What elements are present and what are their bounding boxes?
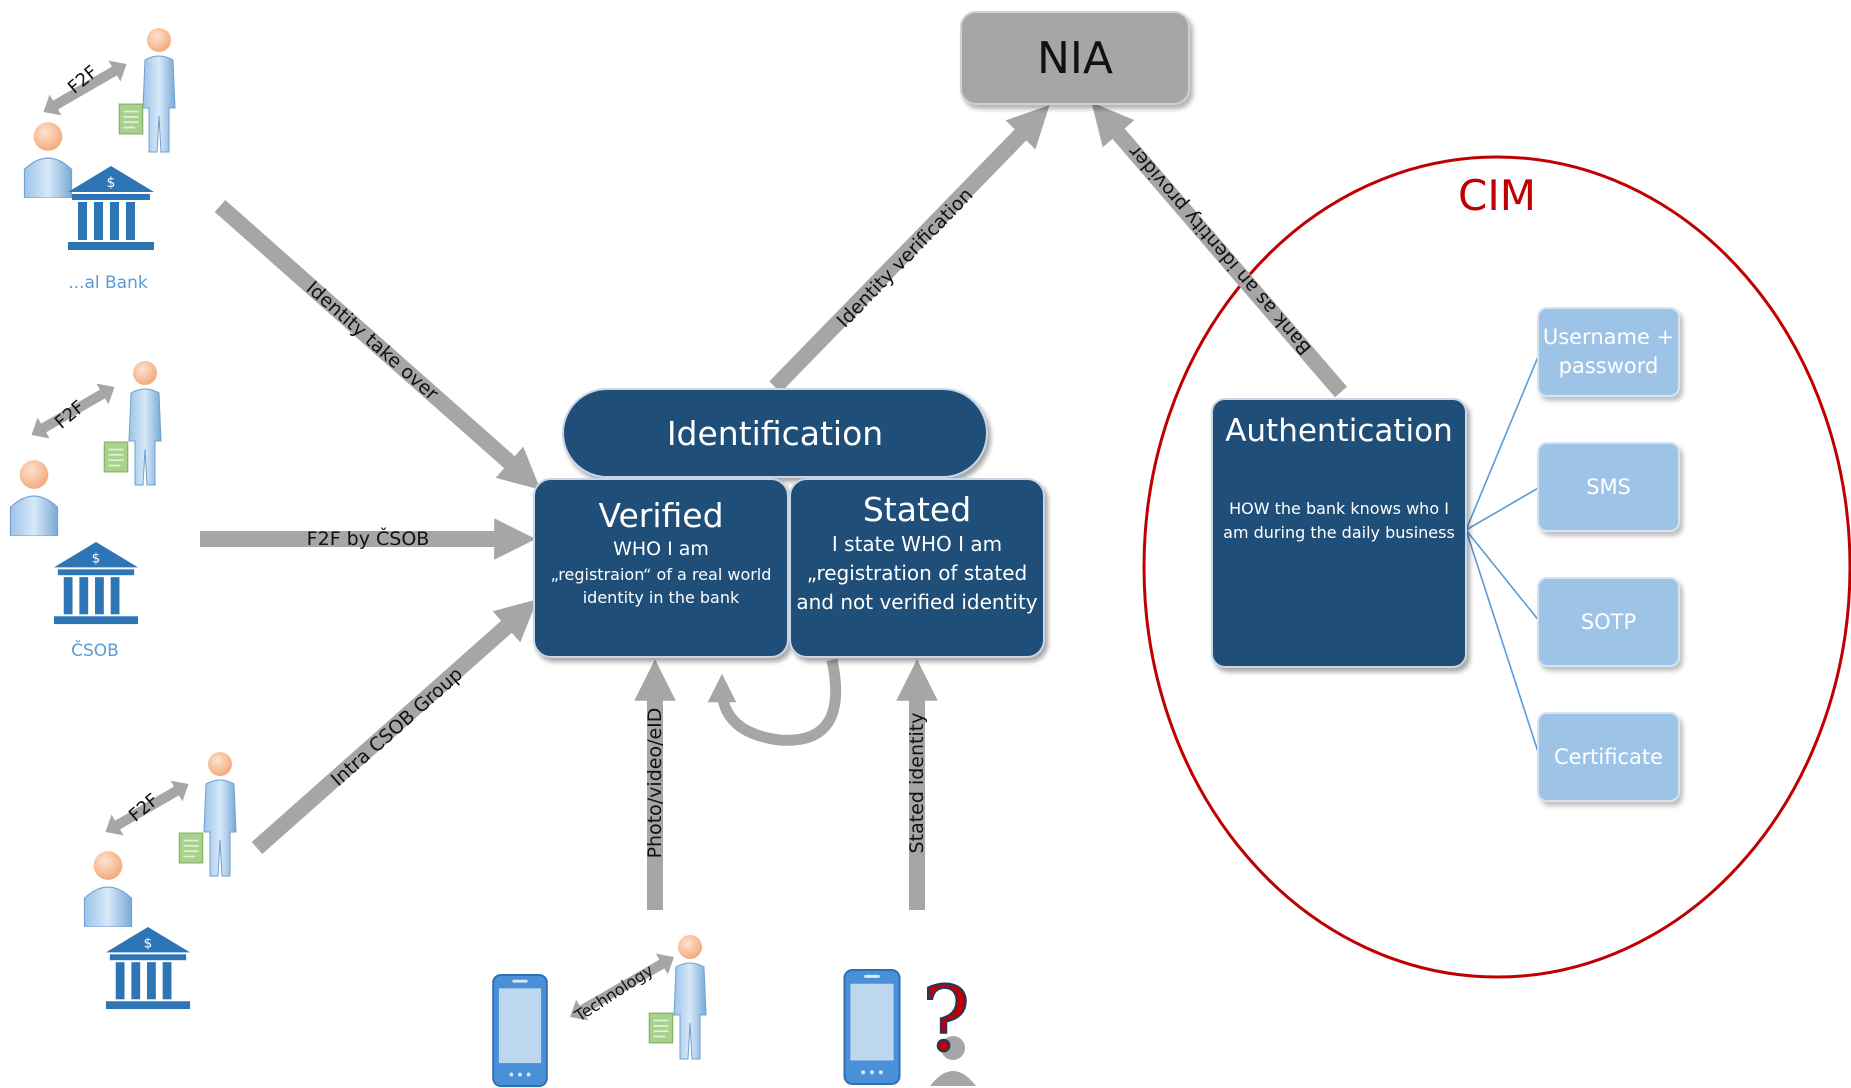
f2f-arrows	[31, 60, 674, 1021]
f2f-double-arrow-3	[105, 780, 189, 836]
stated-line1: I state WHO I am	[831, 532, 1003, 556]
verified-title: Verified	[598, 496, 724, 535]
arrow-stated-to-verified	[707, 658, 842, 746]
nia-title: NIA	[1037, 32, 1113, 84]
caption-csob: ČSOB	[71, 641, 119, 661]
authentication-desc-line2: am during the daily business	[1223, 523, 1455, 542]
method-sms: SMS	[1537, 442, 1680, 532]
person-icon	[203, 751, 237, 877]
arrow-identity-verification	[769, 105, 1050, 393]
verified-line1: WHO I am	[613, 538, 709, 560]
authentication-box: Authentication HOW the bank knows who I …	[1211, 398, 1467, 668]
stated-title: Stated	[862, 490, 972, 529]
authentication-desc-line1: HOW the bank knows who I	[1229, 499, 1449, 518]
arrow-bank-as-identity-provider	[1091, 102, 1348, 398]
person-icon	[673, 934, 707, 1060]
group-intra-csob	[83, 751, 237, 1010]
group-stated-source: ?	[843, 966, 976, 1086]
identification-box: Identification	[562, 388, 988, 478]
f2f-double-arrow-1	[43, 60, 127, 116]
bank-icon	[53, 541, 139, 625]
verified-line3: identity in the bank	[582, 588, 740, 607]
method-certificate: Certificate	[1537, 712, 1680, 802]
unknown-person-icon: ?	[921, 966, 976, 1086]
verified-box: Verified WHO I am „registraion“ of a rea…	[533, 478, 789, 658]
stated-line2: „registration of stated	[806, 561, 1028, 585]
person-bust-icon	[83, 850, 133, 927]
arrow-identity-take-over	[214, 200, 541, 490]
connector-sotp	[1465, 529, 1541, 623]
label-stated-identity: Stated identity	[906, 712, 928, 854]
person-bust-icon	[23, 121, 73, 198]
flow-arrows	[200, 102, 1348, 910]
label-photo-video-eid: Photo/video/eID	[644, 707, 666, 859]
group-other-bank	[23, 27, 176, 250]
person-icon	[128, 360, 162, 486]
cim-title: CIM	[1458, 171, 1536, 220]
document-icon	[103, 441, 129, 473]
person-icon	[142, 27, 176, 153]
document-icon	[118, 103, 144, 135]
nia-box: NIA	[960, 11, 1190, 105]
bank-icon	[105, 926, 191, 1010]
connector-username	[1465, 351, 1541, 531]
phone-icon	[843, 968, 901, 1086]
stated-line3: and not verified identity	[796, 590, 1038, 614]
label-f2f-by-csob: F2F by ČSOB	[306, 528, 430, 550]
caption-other-bank: ...al Bank	[68, 273, 148, 293]
method-connectors	[1465, 351, 1541, 759]
method-sotp: SOTP	[1537, 577, 1680, 667]
authentication-title: Authentication	[1225, 413, 1453, 449]
verified-line2: „registraion“ of a real world	[550, 565, 772, 584]
method-username-password: Username + password	[1537, 307, 1680, 397]
document-icon	[178, 832, 204, 864]
cim-boundary	[1142, 155, 1851, 979]
f2f-double-arrow-2	[31, 383, 115, 439]
person-bust-icon	[9, 459, 59, 536]
stated-box: Stated I state WHO I am „registration of…	[789, 478, 1045, 658]
technology-double-arrow	[570, 953, 674, 1021]
arrow-intra-csob-group	[251, 599, 538, 854]
identification-title: Identification	[666, 413, 884, 453]
phone-icon	[492, 973, 548, 1088]
bank-icon	[68, 166, 154, 250]
document-icon	[648, 1012, 674, 1044]
question-mark-icon: ?	[922, 967, 970, 1072]
connector-certificate	[1465, 529, 1541, 759]
connector-sms	[1465, 486, 1541, 531]
